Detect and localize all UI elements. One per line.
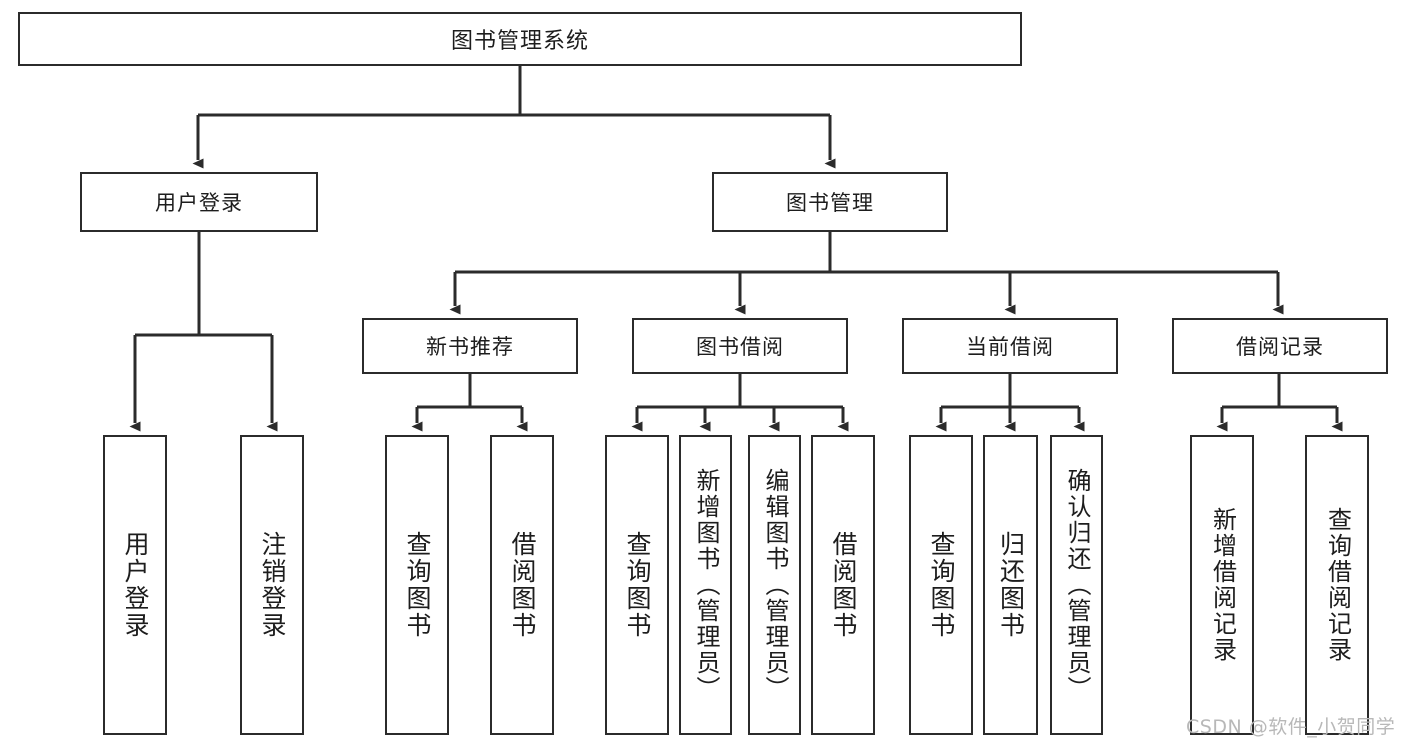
leaf-label: 查询图书 xyxy=(403,531,432,639)
leaf-edit-book-admin[interactable]: 编辑图书（管理员） xyxy=(748,435,801,735)
leaf-label: 新增图书（管理员） xyxy=(691,468,720,702)
leaf-add-book-admin[interactable]: 新增图书（管理员） xyxy=(679,435,732,735)
node-label: 图书管理系统 xyxy=(450,29,589,54)
node-label: 用户登录 xyxy=(155,191,243,215)
node-new-book-recommend[interactable]: 新书推荐 xyxy=(362,318,578,374)
leaf-label: 新增借阅记录 xyxy=(1208,507,1237,663)
leaf-label: 用户登录 xyxy=(121,531,150,639)
leaf-return-book[interactable]: 归还图书 xyxy=(983,435,1038,735)
leaf-query-borrow-record[interactable]: 查询借阅记录 xyxy=(1305,435,1369,735)
leaf-label: 编辑图书（管理员） xyxy=(760,468,789,702)
node-label: 新书推荐 xyxy=(426,335,514,359)
leaf-logout[interactable]: 注销登录 xyxy=(240,435,304,735)
leaf-label: 查询图书 xyxy=(927,531,956,639)
node-user-login[interactable]: 用户登录 xyxy=(80,172,318,232)
leaf-label: 查询借阅记录 xyxy=(1323,507,1352,663)
node-book-borrow[interactable]: 图书借阅 xyxy=(632,318,848,374)
leaf-label: 注销登录 xyxy=(258,531,287,639)
node-label: 图书借阅 xyxy=(696,335,784,359)
node-label: 图书管理 xyxy=(786,191,874,215)
leaf-label: 查询图书 xyxy=(623,531,652,639)
node-book-management[interactable]: 图书管理 xyxy=(712,172,948,232)
leaf-add-borrow-record[interactable]: 新增借阅记录 xyxy=(1190,435,1254,735)
leaf-borrow-book[interactable]: 借阅图书 xyxy=(811,435,875,735)
leaf-user-login[interactable]: 用户登录 xyxy=(103,435,167,735)
leaf-confirm-return-admin[interactable]: 确认归还（管理员） xyxy=(1050,435,1103,735)
leaf-query-book-borrow[interactable]: 查询图书 xyxy=(605,435,669,735)
csdn-watermark: CSDN @软件_小贺同学 xyxy=(1186,716,1396,738)
leaf-query-book-current[interactable]: 查询图书 xyxy=(909,435,973,735)
leaf-query-book-recommend[interactable]: 查询图书 xyxy=(385,435,449,735)
node-borrow-record[interactable]: 借阅记录 xyxy=(1172,318,1388,374)
leaf-label: 借阅图书 xyxy=(829,531,858,639)
node-label: 当前借阅 xyxy=(966,335,1054,359)
node-label: 借阅记录 xyxy=(1236,335,1324,359)
node-root-book-management-system[interactable]: 图书管理系统 xyxy=(18,12,1022,66)
leaf-label: 归还图书 xyxy=(996,531,1026,639)
node-current-borrow[interactable]: 当前借阅 xyxy=(902,318,1118,374)
leaf-borrow-book-recommend[interactable]: 借阅图书 xyxy=(490,435,554,735)
leaf-label: 确认归还（管理员） xyxy=(1062,468,1091,702)
leaf-label: 借阅图书 xyxy=(508,531,537,639)
